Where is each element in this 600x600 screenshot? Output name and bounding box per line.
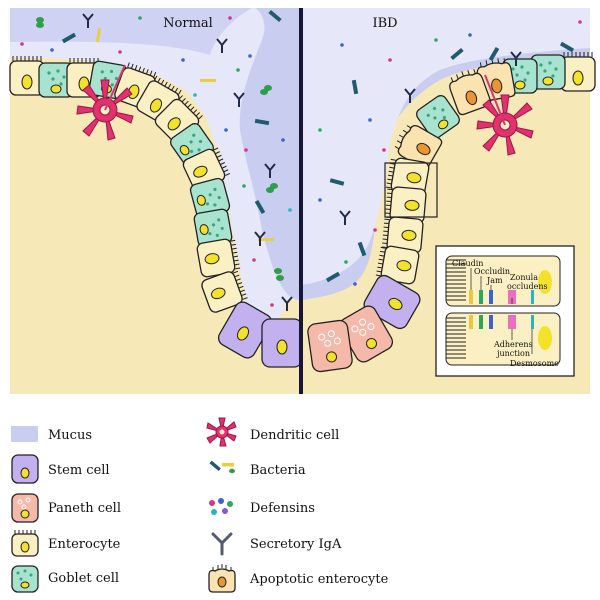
legend-goblet-cell-label: Goblet cell (48, 571, 119, 586)
junction-label: junction (496, 349, 530, 358)
stem-cell (261, 318, 303, 368)
occludens-label: occludens (507, 282, 548, 291)
inset-lower-microvilli (446, 317, 466, 359)
legend-bacteria-swatch (209, 460, 235, 474)
ibd-lumen (302, 8, 590, 285)
legend-paneth-cell-label: Paneth cell (48, 501, 121, 516)
zonula-occludens-marker (508, 290, 516, 304)
legend-defensins-swatch (209, 498, 233, 515)
ibd-panel-title: IBD (372, 16, 397, 31)
inset-label-leaders (470, 268, 533, 354)
legend-goblet-cell-swatch (11, 565, 39, 593)
desmosome-marker-lower (531, 315, 534, 329)
legend-mucus-swatch (11, 426, 38, 442)
occludin-marker (479, 290, 483, 304)
paneth-cell (306, 318, 354, 374)
claudin-marker (469, 290, 473, 304)
legend: Mucus Stem cell Paneth cell Enterocyte G… (11, 417, 389, 593)
legend-mucus-label: Mucus (48, 428, 92, 443)
legend-paneth-cell-swatch (11, 493, 39, 523)
desmosome-marker (531, 290, 534, 304)
claudin-label: Claudin (452, 259, 483, 268)
jam-label: Jam (486, 276, 503, 285)
ibd-lumen-particles (318, 20, 582, 286)
inset-upper-microvilli (446, 259, 466, 301)
adherens-label: Adherens (493, 340, 533, 349)
inset-upper-nucleus (538, 270, 552, 294)
normal-lumen-particles (20, 9, 293, 312)
dendrite-extension (484, 74, 506, 126)
legend-stem-cell-label: Stem cell (48, 463, 110, 478)
legend-dendritic-cell-label: Dendritic cell (250, 428, 339, 443)
dendrite-extension (104, 64, 126, 111)
normal-mucus-layer (10, 8, 300, 300)
ibd-crypt-cells (306, 51, 596, 374)
occludin-label: Occludin (474, 267, 510, 276)
legend-secretory-iga-swatch (211, 532, 233, 556)
normal-lumen (10, 8, 300, 330)
legend-enterocyte-label: Enterocyte (48, 537, 121, 552)
legend-bacteria-label: Bacteria (250, 463, 306, 478)
tight-junction-inset: Claudin Occludin Jam Zonula occludens Ad… (435, 245, 575, 377)
normal-mucus-top (10, 8, 252, 55)
legend-apoptotic-enterocyte-swatch (208, 564, 236, 593)
claudin-marker-lower (469, 315, 473, 329)
legend-apoptotic-enterocyte-label: Apoptotic enterocyte (249, 572, 389, 587)
jam-marker-lower (489, 315, 493, 329)
occludin-marker-lower (479, 315, 483, 329)
zoom-highlight-box (384, 162, 438, 218)
inset-lower-nucleus (538, 326, 552, 350)
legend-defensins-label: Defensins (250, 501, 315, 516)
panel-divider (299, 8, 303, 394)
enterocyte (560, 51, 596, 92)
legend-dendritic-cell-swatch (206, 417, 237, 447)
desmosome-label: Desmosome (510, 359, 559, 368)
normal-panel-title: Normal (163, 16, 213, 31)
normal-crypt-cells (9, 55, 303, 368)
legend-secretory-iga-label: Secretory IgA (250, 537, 342, 552)
legend-enterocyte-swatch (11, 530, 39, 557)
jam-marker (489, 290, 493, 304)
zonula-occludens-marker-lower (508, 315, 516, 329)
legend-stem-cell-swatch (11, 454, 39, 484)
zonula-label: Zonula (510, 273, 538, 282)
